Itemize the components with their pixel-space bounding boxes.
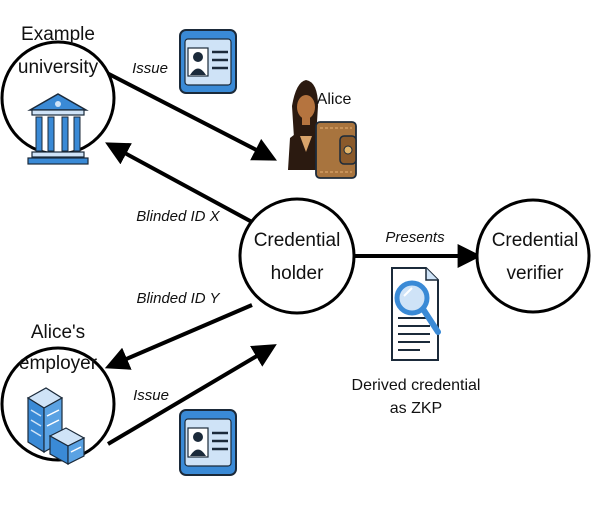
derived-label-line1: Derived credential: [352, 377, 481, 394]
node-credential-verifier: Credential verifier: [475, 198, 591, 314]
verifier-label-line1: Credential: [492, 230, 579, 251]
edge-blinded-x: [105, 142, 253, 224]
edge-issue-top: [104, 70, 277, 161]
employer-label-line1: Alice's: [31, 322, 85, 343]
edge-label-blinded-y: Blinded ID Y: [136, 290, 220, 307]
node-credential-holder: Credential holder: [238, 197, 356, 315]
verifier-label-line2: verifier: [506, 263, 564, 284]
derived-label-line2: as ZKP: [390, 400, 442, 417]
office-building-icon: [26, 387, 86, 466]
alice-label: Alice: [317, 91, 352, 108]
edge-blinded-y: [104, 303, 253, 370]
node-employer: Alice's employer: [0, 322, 116, 466]
edge-label-blinded-x: Blinded ID X: [136, 208, 220, 225]
university-building-icon: [27, 93, 89, 165]
edge-label-issue-top: Issue: [132, 60, 168, 77]
person-icon: [288, 80, 322, 170]
edge-label-presents: Presents: [385, 229, 445, 246]
id-card-icon: [179, 409, 237, 476]
edge-issue-bottom: [106, 344, 277, 446]
employer-label-line2: employer: [19, 353, 98, 374]
edge-label-issue-bottom: Issue: [133, 387, 169, 404]
wallet-icon: [315, 121, 357, 179]
id-card-icon: [179, 29, 237, 94]
holder-label-line2: holder: [271, 263, 324, 284]
holder-label-line1: Credential: [254, 230, 341, 251]
university-label-line2: university: [18, 57, 99, 78]
document-magnifier-icon: [391, 267, 441, 361]
node-university: Example university: [0, 24, 116, 165]
university-label-line1: Example: [21, 24, 95, 45]
